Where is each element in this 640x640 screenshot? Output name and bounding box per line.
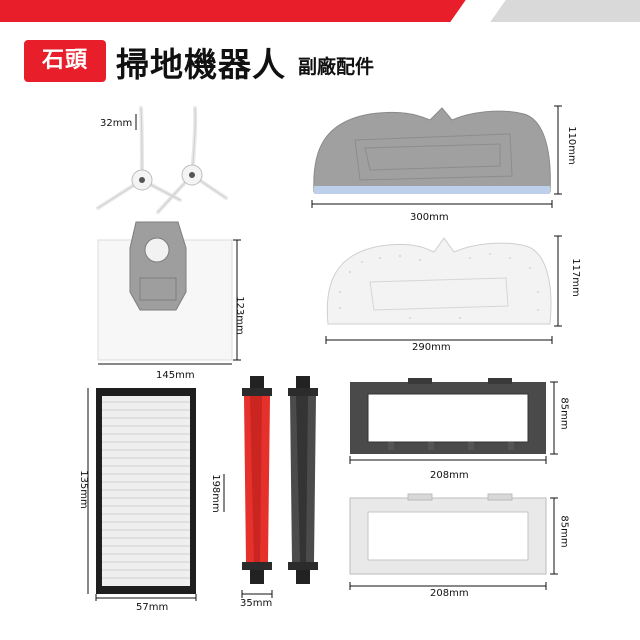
hepa-width: 57mm xyxy=(136,602,169,613)
mop-white-height: 117mm xyxy=(569,258,581,297)
mop-white-width: 290mm xyxy=(412,342,451,353)
roller-brush-pair xyxy=(223,376,318,598)
top-banner-red xyxy=(0,0,470,22)
brand-badge: 石頭 xyxy=(24,40,106,82)
bracket-dark-height: 85mm xyxy=(558,397,570,430)
mop-bracket-white xyxy=(349,493,558,590)
hepa-height: 135mm xyxy=(77,470,89,509)
bracket-white-height: 85mm xyxy=(558,515,570,548)
dust-bag xyxy=(97,221,241,365)
top-banner-grey xyxy=(488,0,640,22)
side-brush-dim: 32mm xyxy=(100,118,133,129)
mop-pad-gray xyxy=(311,105,562,208)
dust-bag-height: 123mm xyxy=(233,296,245,335)
mop-gray-height: 110mm xyxy=(565,126,577,165)
roller-height: 198mm xyxy=(209,474,221,513)
mop-pad-white xyxy=(325,235,562,344)
hepa-filter xyxy=(87,388,197,601)
side-brush-pair xyxy=(96,106,228,214)
page-title: 掃地機器人 xyxy=(116,45,286,84)
page-subtitle: 副廠配件 xyxy=(298,56,375,78)
dust-bag-width: 145mm xyxy=(156,370,195,381)
roller-width: 35mm xyxy=(240,598,273,609)
top-banner xyxy=(0,0,640,22)
mop-gray-width: 300mm xyxy=(410,212,449,223)
bracket-white-width: 208mm xyxy=(430,588,469,599)
bracket-dark-width: 208mm xyxy=(430,470,469,481)
mop-bracket-dark xyxy=(349,378,558,464)
